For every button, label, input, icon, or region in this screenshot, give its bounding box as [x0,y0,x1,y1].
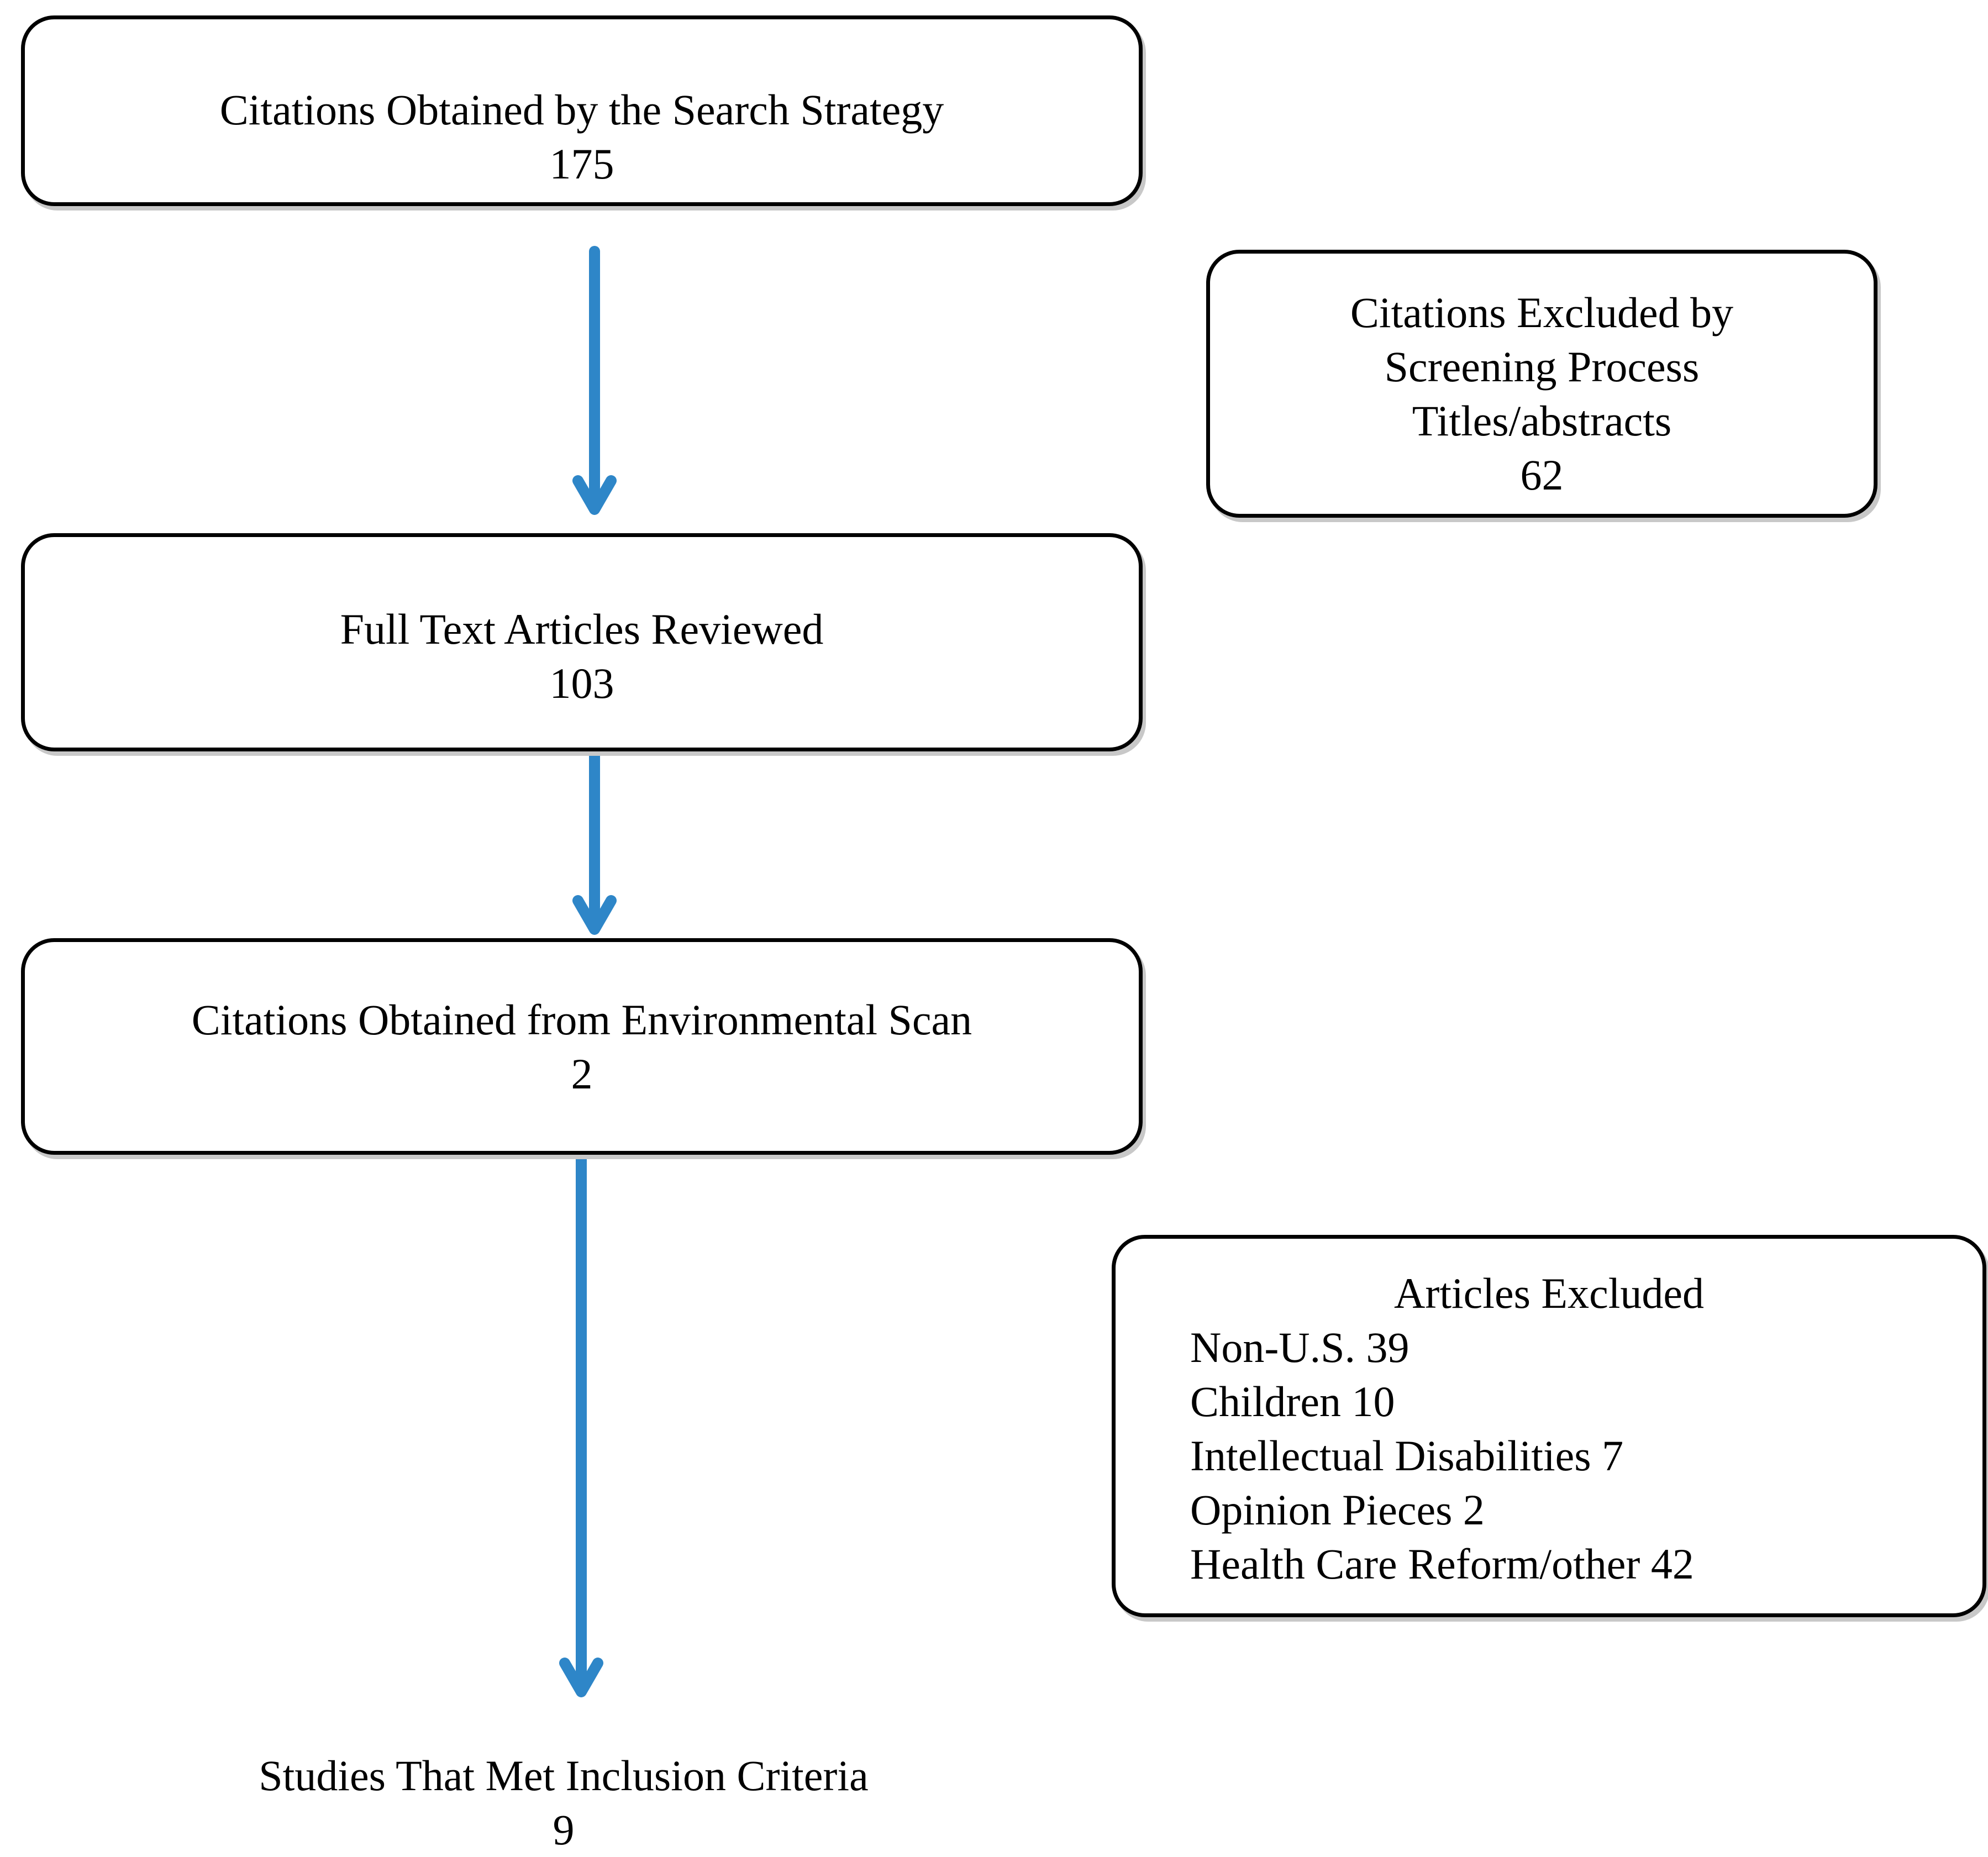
excluded-item-non-us: Non-U.S. 39 [1190,1323,1410,1371]
arrowhead-fulltext-to-environmental [572,895,617,935]
screening-excluded-line-2: Screening Process [1384,343,1700,391]
environmental-scan-box: Citations Obtained from Environmental Sc… [21,938,1143,1155]
inclusion-result: Studies That Met Inclusion Criteria 9 [166,1749,961,1857]
environmental-scan-count: 2 [571,1050,593,1098]
environmental-scan-title: Citations Obtained from Environmental Sc… [191,996,972,1044]
screening-excluded-line-3: Titles/abstracts [1412,397,1672,445]
screening-excluded-count: 62 [1520,451,1564,499]
inclusion-result-count: 9 [553,1806,575,1854]
excluded-item-health-care-reform: Health Care Reform/other 42 [1190,1540,1694,1588]
screening-excluded-line-1: Citations Excluded by [1350,288,1734,336]
excluded-item-children: Children 10 [1190,1377,1395,1425]
inclusion-result-title: Studies That Met Inclusion Criteria [259,1751,869,1800]
search-strategy-count: 175 [549,140,614,188]
full-text-title: Full Text Articles Reviewed [340,605,824,653]
full-text-box: Full Text Articles Reviewed 103 [21,533,1143,751]
arrowhead-environmental-to-result [559,1658,603,1697]
articles-excluded-box: Articles Excluded Non-U.S. 39 Children 1… [1112,1235,1986,1617]
search-strategy-box: Citations Obtained by the Search Strateg… [21,15,1143,206]
excluded-item-intellectual-disabilities: Intellectual Disabilities 7 [1190,1432,1624,1480]
search-strategy-title: Citations Obtained by the Search Strateg… [219,86,944,134]
arrowhead-search-to-fulltext [572,475,617,515]
screening-excluded-box: Citations Excluded by Screening Process … [1206,250,1877,518]
articles-excluded-title: Articles Excluded [1394,1269,1704,1317]
excluded-item-opinion-pieces: Opinion Pieces 2 [1190,1486,1485,1534]
full-text-count: 103 [549,659,614,707]
